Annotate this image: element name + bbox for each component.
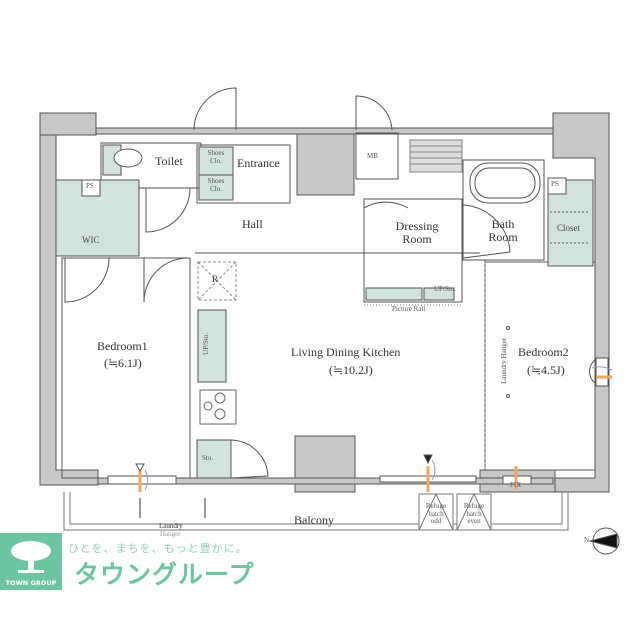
shoes-clo-2-label: Shoes Clo. [207, 177, 225, 193]
dressing-room-label: Dressing Room [395, 219, 439, 247]
counter-grille [409, 139, 463, 173]
mb-label: MB [367, 152, 378, 160]
ldk-vent-icon [423, 454, 433, 465]
bath-door [462, 204, 511, 259]
left-top-column [39, 112, 97, 136]
left-wall-column [39, 112, 99, 486]
ldk-label: Living Dining Kitchen [291, 345, 401, 359]
bedroom1-window [107, 475, 177, 485]
bathtub [469, 162, 541, 204]
toilet-label: Toilet [155, 154, 183, 168]
entrance-label: Entrance [237, 156, 280, 170]
bathtub-inner [474, 167, 536, 199]
fix-window-label: FIX [510, 481, 522, 489]
shoes-clo-2-fill [198, 174, 234, 201]
refuge-hatch-even-line-3: even [467, 517, 481, 526]
laundry-hanger-balcony-label-1: Laundry [159, 522, 183, 530]
storage-areas [55, 144, 594, 479]
bottom-wall-strip [97, 477, 554, 485]
ldk-size: (≒10.2J) [329, 363, 373, 377]
bedroom1-label: Bedroom1 [97, 339, 148, 353]
sto-label: Sto. [202, 454, 214, 462]
bath-room-label: Bath Room [488, 217, 518, 245]
refuge-hatch-even [456, 493, 492, 531]
wic-door-right [143, 257, 189, 303]
top-mid-column [296, 129, 355, 196]
brand-name: タウングループ [70, 555, 259, 591]
right-wall-column [552, 112, 610, 493]
hall-label: Hall [242, 217, 263, 231]
brand-tagline: ひとを、まちを、もっと豊かに。 [66, 540, 250, 556]
refuge-hatch-even-line-1: Refuge [463, 502, 485, 510]
wic-door-left [64, 257, 110, 303]
windows [107, 357, 613, 492]
refrigerator-space [197, 261, 237, 301]
bedroom2-outline [484, 261, 596, 471]
refuge-hatch-even-line-2: hatch [466, 509, 482, 518]
dressing-upsto-fill [423, 287, 455, 301]
door-swings [64, 87, 599, 479]
laundry-hanger-bedroom2-label: Laundry Hanger [500, 337, 509, 384]
dressing-upsto-label: UP/Sto. [434, 285, 456, 293]
toilet-bowl [113, 148, 143, 168]
toilet-door [145, 187, 191, 233]
balcony-label: Balcony [294, 513, 334, 527]
logo-text: TOWN GROUP [5, 579, 57, 587]
balcony [63, 492, 569, 531]
bedroom2-window [595, 357, 609, 387]
shoes-clo-1-label: Shoes Clo. [207, 149, 225, 165]
refuge-hatch-even-label: Refuge hatch even [459, 502, 489, 526]
refuge-hatch-odd-line-1: Refuge [425, 502, 447, 510]
compass-north-label: N [584, 536, 590, 544]
bedroom2-size: (≒4.5J) [527, 363, 565, 377]
laundry-hanger-balcony-label-2: Hanger [160, 530, 181, 538]
kitchen-upsto-label: UP/Sto. [202, 332, 211, 355]
ps-right-label: PS [551, 180, 559, 188]
dressing-door [363, 201, 409, 252]
entrance-door [193, 87, 237, 131]
bedroom2-label: Bedroom2 [518, 345, 569, 359]
wic-label: WIC [82, 235, 100, 245]
kitchen-upsto-fill [197, 309, 227, 383]
mb-outline [355, 132, 399, 180]
bedroom2-window-arc [589, 357, 599, 386]
closet-label: Closet [557, 223, 581, 233]
refuge-hatch-odd-line-3: odd [430, 517, 442, 526]
compass-icon [588, 527, 620, 555]
entrance-outline [196, 144, 291, 204]
ps-right-box [547, 177, 567, 195]
mb-door [355, 95, 393, 131]
tree-icon [11, 541, 51, 573]
refuge-hatch-odd [418, 493, 454, 531]
bedroom1-vent-icon [135, 463, 145, 473]
stove [199, 389, 237, 425]
bedroom1-size: (≒6.1J) [104, 356, 142, 370]
town-group-logo: TOWN GROUP [0, 533, 62, 590]
shoes-clo-1-fill [198, 146, 234, 176]
dressing-shelf-fill [365, 287, 423, 301]
refuge-hatch-odd-label: Refuge hatch odd [421, 502, 451, 526]
sto-door [230, 439, 269, 479]
picture-rail-label: Picture Rail [392, 305, 426, 313]
top-wall-strip [95, 127, 554, 135]
ps-left-box [81, 179, 101, 197]
refrigerator-label: R [212, 274, 219, 284]
ps-left-label: PS [86, 182, 94, 190]
refuge-hatch-odd-line-2: hatch [428, 509, 444, 518]
